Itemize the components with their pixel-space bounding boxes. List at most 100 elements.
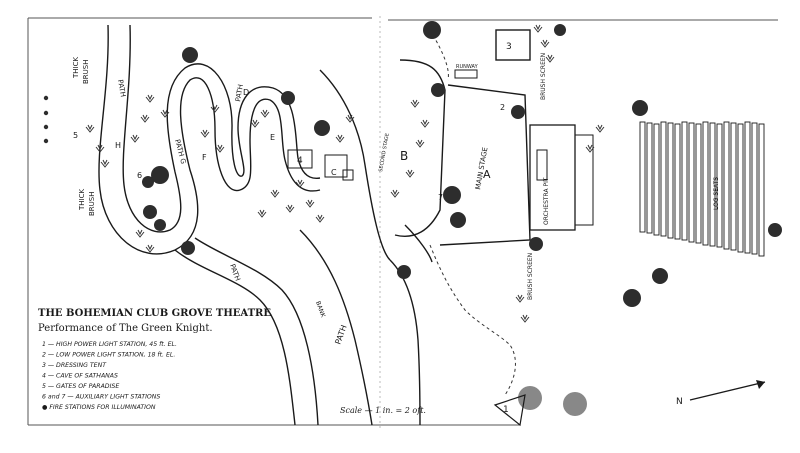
brush-tuft: [215, 144, 225, 153]
fire-stations-left: [43, 95, 49, 144]
brush-tuft: [145, 244, 155, 253]
marker-7: 7: [438, 193, 443, 202]
north-arrow: N: [676, 380, 766, 407]
thick-brush-bottom-1: THICK: [78, 189, 86, 211]
legend-item: 5 — GATES OF PARADISE: [42, 383, 119, 390]
log-seat: [660, 121, 667, 237]
marker-5: 5: [73, 131, 78, 140]
marker-6: 6: [137, 171, 142, 180]
letter-d: D: [243, 88, 249, 97]
legend: 1 — HIGH POWER LIGHT STATION, 45 ft. EL.…: [42, 340, 177, 411]
path-label-left: PATH: [116, 79, 127, 98]
log-seat: [730, 122, 737, 251]
brush-tuft: [415, 139, 425, 148]
log-seat: [667, 122, 674, 239]
brush-tuft: [200, 129, 210, 138]
legend-item: 3 — DRESSING TENT: [42, 362, 107, 369]
brush-tuft: [250, 119, 260, 128]
trees: [142, 21, 782, 416]
path-label-right: PATH: [333, 324, 348, 346]
thick-brush-bottom-2: BRUSH: [88, 192, 96, 217]
brush-tuft: [595, 124, 605, 133]
letter-e: E: [270, 133, 275, 142]
brush-tuft: [130, 134, 140, 143]
brush-tuft: [345, 114, 355, 123]
log-seat: [653, 123, 660, 236]
map-subtitle: Performance of The Green Knight.: [38, 323, 213, 334]
runway: [454, 69, 478, 79]
brush-tuft: [100, 159, 110, 168]
brush-tuft: [210, 104, 220, 113]
legend-item: 1 — HIGH POWER LIGHT STATION, 45 ft. EL.: [42, 340, 177, 348]
legend-item: ● FIRE STATIONS FOR ILLUMINATION: [42, 404, 156, 411]
brush-tuft: [285, 204, 295, 213]
log-seats-label: LOG SEATS: [713, 177, 720, 210]
log-seat: [737, 123, 744, 253]
path-label-lower: PATH: [228, 263, 242, 282]
letter-f: F: [202, 153, 207, 162]
orchestra-pit-label: ORCHESTRA PIT: [543, 177, 550, 225]
thick-brush-top-2: BRUSH: [82, 60, 90, 85]
stage-b-label: B: [400, 149, 408, 163]
log-seat: [695, 123, 702, 244]
brush-tuft: [160, 109, 170, 118]
brush-tuft: [390, 189, 400, 198]
log-seat: [744, 121, 751, 254]
brush-tuft: [85, 124, 95, 133]
letter-c: C: [331, 168, 337, 177]
dressing-tent: [495, 29, 531, 61]
brush-tuft: [335, 134, 345, 143]
log-seat: [681, 121, 688, 241]
legend-item: 6 and 7 — AUXILIARY LIGHT STATIONS: [42, 394, 160, 401]
marker-1: 1: [503, 405, 509, 415]
marker-4: 4: [297, 156, 303, 166]
log-seat: [716, 123, 723, 248]
log-seat: [709, 122, 716, 247]
log-seat: [723, 121, 730, 250]
marker-2: 2: [500, 103, 505, 112]
winding-path: [98, 24, 321, 426]
brush-tuft: [145, 94, 155, 103]
stage-a-label: A: [483, 168, 491, 181]
brush-screen-bottom-label: BRUSH SCREEN: [527, 253, 534, 300]
cave-structures: [287, 149, 354, 181]
brush-tuft: [295, 179, 305, 188]
log-seat: [639, 121, 646, 233]
letter-h: H: [115, 141, 121, 150]
scale-label: Scale — 1 in. = 2 oft.: [340, 406, 426, 415]
brush-tuft: [95, 144, 105, 153]
log-seat: [758, 123, 765, 257]
brush-tuft: [533, 24, 543, 33]
brush-tuft: [410, 99, 420, 108]
log-seat: [674, 123, 681, 240]
log-seats: [639, 121, 765, 257]
brush-tuft: [257, 209, 267, 218]
north-label: N: [676, 397, 683, 407]
brush-tuft: [545, 54, 555, 63]
brush-tuft: [585, 144, 595, 153]
stage-structures: [394, 29, 594, 246]
brush-tuft: [540, 39, 550, 48]
bank-label: BANK: [314, 300, 327, 319]
brush-tuft: [270, 189, 280, 198]
path-label-g: PATH G: [173, 138, 187, 164]
log-seat: [688, 122, 695, 243]
log-seat: [702, 121, 709, 246]
brush-tuft: [315, 214, 325, 223]
brush-tuft: [140, 114, 150, 123]
map-title: THE BOHEMIAN CLUB GROVE THEATRE: [38, 308, 271, 319]
marker-3: 3: [506, 42, 512, 52]
brush-tuft: [420, 119, 430, 128]
brush-tuft: [260, 109, 270, 118]
light-station-1: [493, 394, 526, 427]
log-seat: [646, 122, 653, 234]
thick-brush-top-1: THICK: [72, 57, 80, 79]
log-seat: [751, 122, 758, 255]
legend-item: 2 — LOW POWER LIGHT STATION, 18 ft. EL.: [42, 351, 175, 359]
path-label-mid: PATH: [234, 84, 245, 103]
runway-label: RUNWAY: [456, 64, 479, 70]
brush-tufts: [85, 24, 605, 323]
brush-tuft: [405, 169, 415, 178]
legend-item: 4 — CAVE OF SATHANAS: [42, 373, 118, 380]
